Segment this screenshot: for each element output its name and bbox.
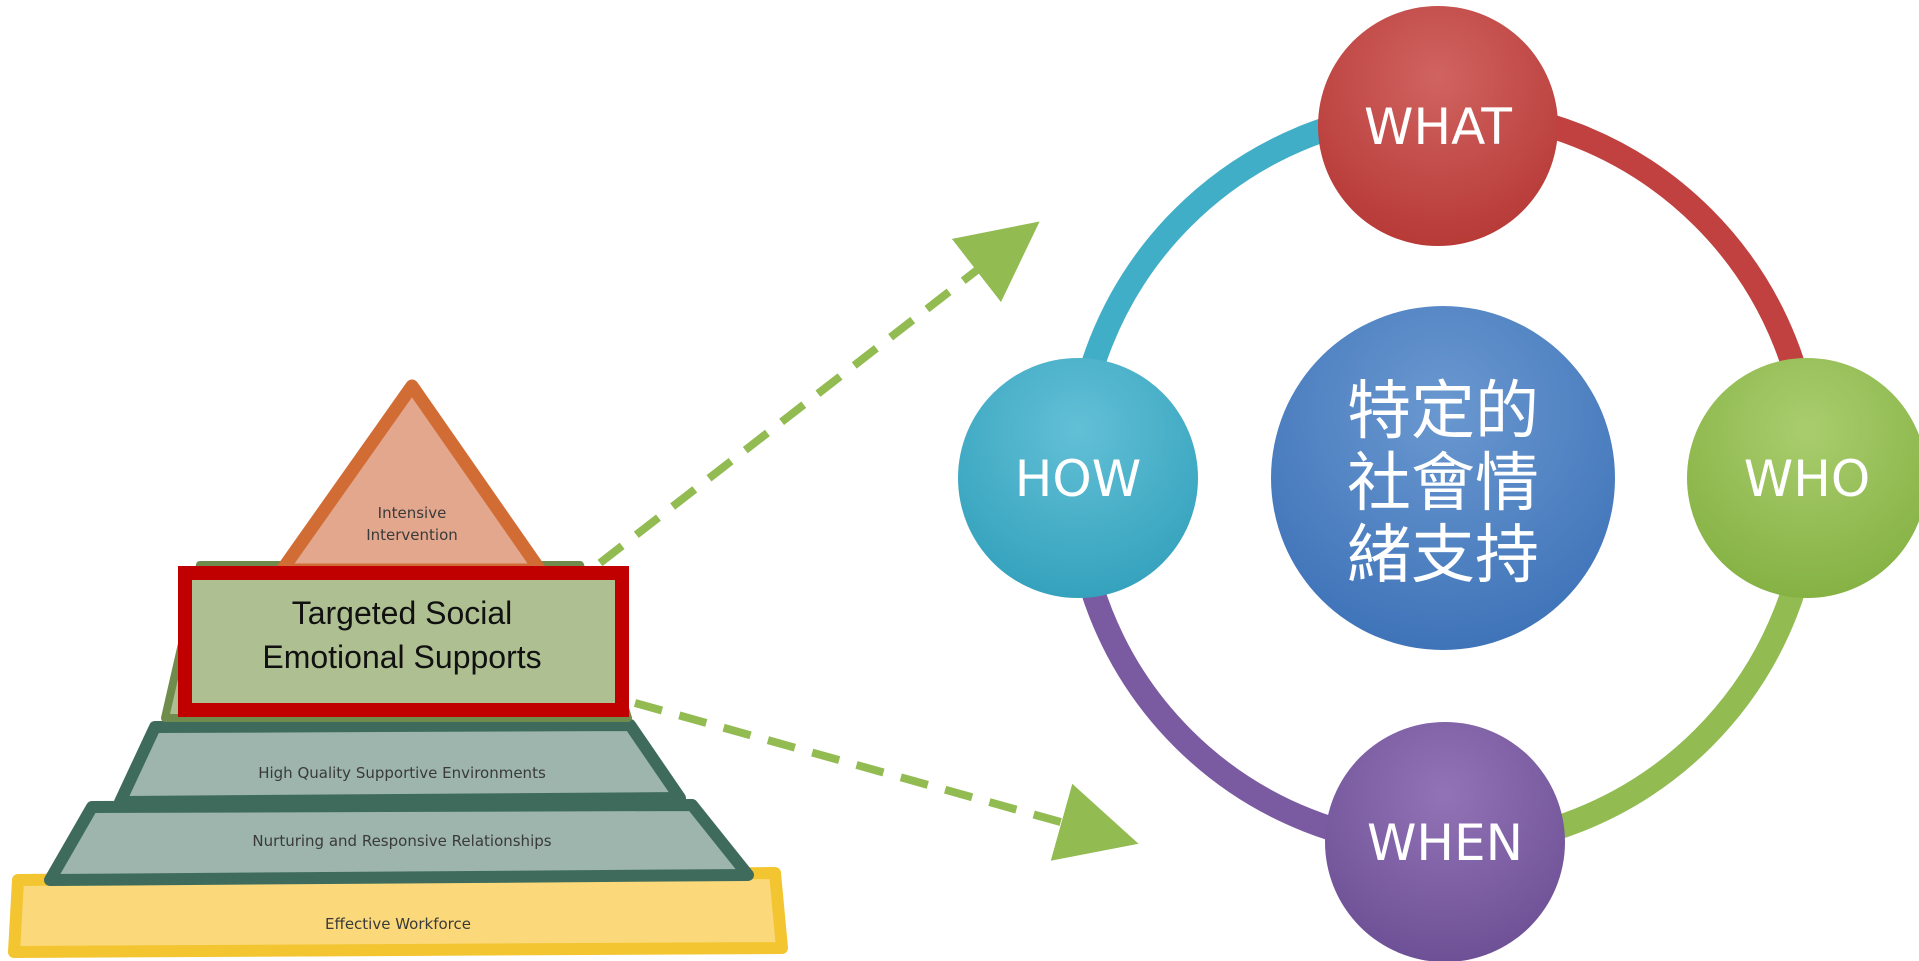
center-label-line3: 緒支持 (1347, 519, 1539, 593)
fourth-tier-label: Nurturing and Responsive Relationships (252, 832, 551, 850)
base-tier-label: Effective Workforce (325, 915, 471, 933)
lower-dashed-arrow (633, 699, 1139, 861)
how-label: HOW (1015, 450, 1141, 508)
when-node (1325, 722, 1565, 961)
what-node (1318, 6, 1558, 246)
who-node (1687, 358, 1919, 598)
what-label: WHAT (1364, 98, 1512, 156)
highlight-label-line1: Targeted Social (292, 595, 513, 631)
top-tier-label-line2: Intervention (366, 526, 458, 544)
pyramid-third-tier (114, 719, 686, 808)
upper-dashed-arrow (597, 221, 1040, 567)
center-label-line2: 社會情 (1347, 447, 1539, 521)
how-node (958, 358, 1198, 598)
pyramid: Effective Workforce Nurturing and Respon… (8, 379, 788, 958)
center-circle (1271, 306, 1615, 650)
top-tier-label-line1: Intensive (378, 504, 447, 522)
highlight-label-line2: Emotional Supports (262, 639, 541, 675)
connector-arrows (597, 221, 1139, 861)
who-label: WHO (1744, 450, 1870, 508)
third-tier-label: High Quality Supportive Environments (258, 764, 546, 782)
cycle-diagram: 特定的 社會情 緒支持 WHAT WHO WHEN HOW (958, 6, 1919, 961)
when-label: WHEN (1367, 814, 1523, 872)
pyramid-fourth-tier (44, 799, 754, 886)
highlight-box (178, 566, 629, 717)
center-label-line1: 特定的 (1347, 375, 1539, 449)
